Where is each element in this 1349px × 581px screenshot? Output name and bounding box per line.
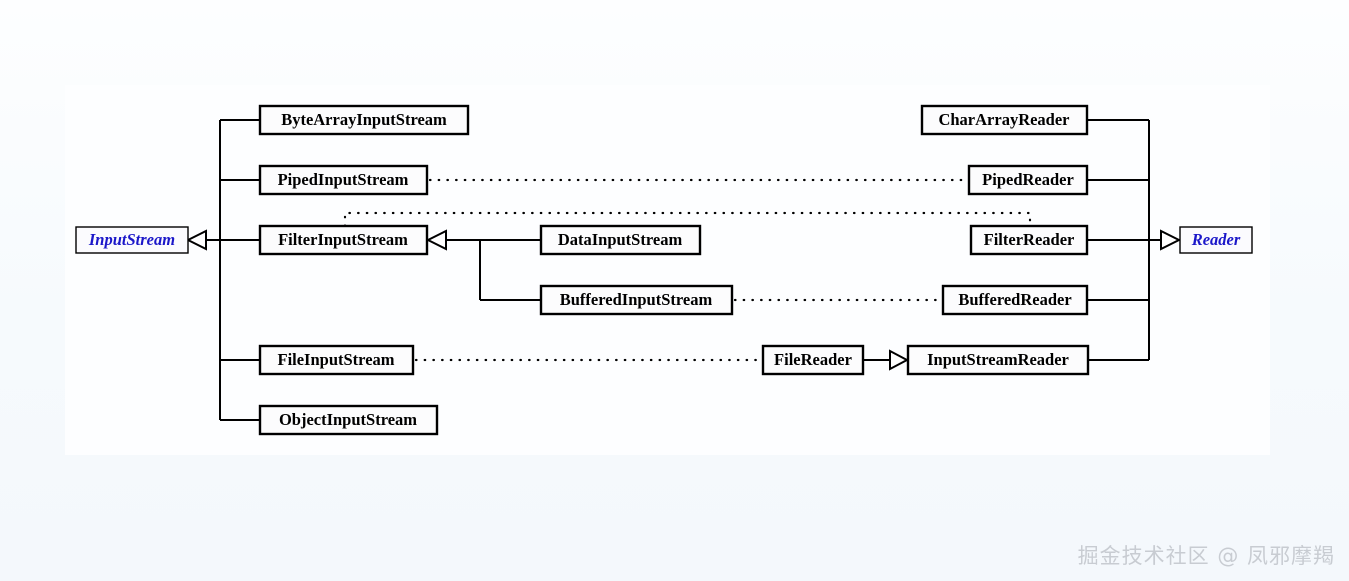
node-label-pipedreader: PipedReader [982,170,1074,189]
watermark-text: 掘金技术社区 @ 凤邪摩羯 [1077,544,1335,568]
inheritance-arrow-filterinputstream [425,229,447,251]
node-label-pipedinputstream: PipedInputStream [278,170,409,189]
node-label-inputstream: InputStream [88,230,175,249]
node-filterreader[interactable]: FilterReader [969,224,1089,256]
node-label-filterinputstream: FilterInputStream [278,230,408,249]
node-inputstreamreader[interactable]: InputStreamReader [906,344,1090,376]
node-bufferedreader[interactable]: BufferedReader [941,284,1089,316]
node-label-bytearrayinputstream: ByteArrayInputStream [281,110,447,129]
inheritance-arrow-inputstreamreader [889,349,910,371]
node-inputstream[interactable]: InputStream [75,226,189,254]
edge-layer [185,119,1182,421]
node-pipedreader[interactable]: PipedReader [967,164,1089,196]
dotted-filterinputstream-to-filterreader [343,211,1032,228]
node-label-filereader: FileReader [774,350,852,369]
node-label-filterreader: FilterReader [984,230,1075,249]
node-label-datainputstream: DataInputStream [558,230,683,249]
node-layer: InputStream ByteArrayInputStream PipedIn… [75,104,1253,436]
node-datainputstream[interactable]: DataInputStream [539,224,702,256]
node-fileinputstream[interactable]: FileInputStream [258,344,415,376]
node-bytearrayinputstream[interactable]: ByteArrayInputStream [258,104,470,136]
node-pipedinputstream[interactable]: PipedInputStream [258,164,429,196]
node-label-chararrayreader: CharArrayReader [938,110,1069,129]
diagram-panel [65,85,1270,455]
node-reader[interactable]: Reader [1179,226,1253,254]
node-label-bufferedinputstream: BufferedInputStream [560,290,713,309]
inheritance-arrow-inputstream [185,229,207,251]
node-label-fileinputstream: FileInputStream [277,350,394,369]
node-label-bufferedreader: BufferedReader [958,290,1071,309]
node-chararrayreader[interactable]: CharArrayReader [920,104,1089,136]
node-label-objectinputstream: ObjectInputStream [279,410,417,429]
node-label-reader: Reader [1191,230,1241,249]
node-filereader[interactable]: FileReader [761,344,865,376]
node-filterinputstream[interactable]: FilterInputStream [258,224,429,256]
node-bufferedinputstream[interactable]: BufferedInputStream [539,284,734,316]
node-label-inputstreamreader: InputStreamReader [927,350,1069,369]
inheritance-arrow-reader [1160,229,1182,251]
node-objectinputstream[interactable]: ObjectInputStream [258,404,439,436]
